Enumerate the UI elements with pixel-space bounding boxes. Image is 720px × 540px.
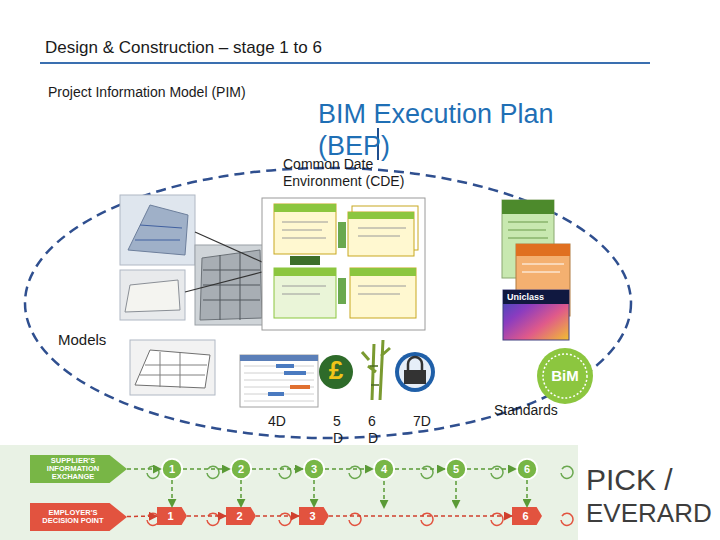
stage-number-text: 3 [303, 458, 325, 480]
arrow-shape [30, 455, 127, 483]
stage-connector [329, 515, 512, 517]
circle-shape [162, 459, 182, 479]
stage-connector [187, 515, 226, 517]
stage-band [0, 445, 585, 540]
slide-title: Design & Construction – stage 1 to 6 [45, 38, 645, 58]
stage-connector [252, 468, 303, 470]
cde-ellipse [25, 168, 631, 438]
dimension-label: 7D [413, 413, 453, 430]
stage-connector [325, 468, 373, 470]
stage-number-text: 1 [161, 458, 183, 480]
stage-number: 1 [161, 458, 183, 480]
stage-connector [467, 468, 516, 470]
stage-number-text: 2 [230, 458, 252, 480]
stage-number: 6 [516, 458, 538, 480]
stage-connector [127, 468, 161, 470]
stage-number-text: 2 [226, 507, 256, 525]
circle-shape [517, 459, 537, 479]
cde-flowchart-image [262, 198, 425, 330]
arrow-shape [299, 507, 329, 525]
stage-number: 4 [373, 458, 395, 480]
stage-number: 2 [230, 458, 252, 480]
stage-connector [127, 515, 157, 517]
stage-connector [256, 515, 299, 517]
dimension-icons [240, 340, 435, 407]
cde-heading: Common Date Environment (CDE) [283, 156, 423, 190]
plan-heading: BIM Execution Plan (BEP) [318, 98, 588, 163]
circle-shape [231, 459, 251, 479]
stage-connector [183, 468, 230, 470]
stage-connector [526, 480, 528, 507]
stage-row-label: SUPPLIER'S INFORMATION EXCHANGE [30, 455, 127, 483]
stage-connector [171, 480, 173, 507]
decision-number: 3 [299, 507, 329, 525]
standards-label: Standards [494, 402, 584, 419]
row-label-text: EMPLOYER'S DECISION POINT [30, 503, 127, 531]
circle-shape [304, 459, 324, 479]
circle-shape [374, 459, 394, 479]
book-title: Uniclass [507, 292, 567, 303]
model-heading: Project Information Model (PIM) [48, 84, 248, 101]
dimension-label: 4D [268, 413, 308, 430]
company-logo: PICK / [586, 462, 718, 498]
stage-number-text: 4 [373, 458, 395, 480]
stage-number-text: 3 [299, 507, 329, 525]
stage-number-text: 6 [516, 458, 538, 480]
company-logo: EVERARD [586, 498, 718, 529]
title-underline [40, 62, 650, 64]
stage-number: 5 [445, 458, 467, 480]
bim-logo-text: BiM [545, 367, 585, 385]
stage-row-label: EMPLOYER'S DECISION POINT [30, 503, 127, 531]
cost-symbol: £ [322, 355, 350, 386]
row-label-text: SUPPLIER'S INFORMATION EXCHANGE [30, 455, 127, 483]
arrow-shape [30, 503, 127, 531]
stage-connector [395, 468, 445, 470]
stage-connector [313, 480, 315, 507]
circle-shape [446, 459, 466, 479]
arrow-shape [512, 507, 542, 525]
stage-connector [240, 480, 242, 507]
stage-number-text: 6 [512, 507, 542, 525]
models-label: Models [58, 331, 138, 349]
decision-number: 1 [157, 507, 187, 525]
decision-number: 2 [226, 507, 256, 525]
dimension-label: 5 D [333, 413, 347, 447]
arrow-shape [157, 507, 187, 525]
arrow-shape [226, 507, 256, 525]
stage-number: 3 [303, 458, 325, 480]
dimension-label: 6 D [368, 413, 382, 447]
stage-number-text: 5 [445, 458, 467, 480]
standards-books [502, 200, 593, 404]
decision-number: 6 [512, 507, 542, 525]
stage-number-text: 1 [157, 507, 187, 525]
